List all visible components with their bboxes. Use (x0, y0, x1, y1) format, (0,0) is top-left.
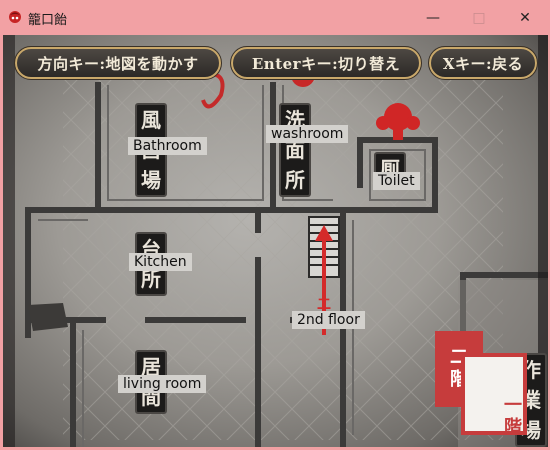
toilet-label: Toilet (373, 172, 420, 190)
maximize-icon: □ (472, 9, 486, 26)
maximize-button[interactable]: □ (456, 0, 502, 35)
bathroom-label: Bathroom (128, 137, 207, 155)
switch-hint-text: Enterキー:切り替え (251, 54, 401, 73)
move-map-hint: 方向キー:地図を動かす (14, 46, 222, 80)
back-hint-text: Xキー:戻る (442, 54, 524, 73)
washroom-label: washroom (266, 125, 349, 143)
plaque-char: 居 (141, 355, 161, 379)
lower-floor-tab-label: 一階 (504, 395, 522, 438)
switch-hint: Enterキー:切り替え (230, 46, 422, 80)
close-button[interactable]: ✕ (502, 0, 548, 35)
app-icon (9, 11, 21, 23)
close-icon: ✕ (519, 9, 531, 26)
back-hint: Xキー:戻る (428, 46, 538, 80)
plaque-char: 所 (285, 168, 305, 192)
move-map-hint-text: 方向キー:地図を動かす (37, 54, 199, 73)
title-bar: 籠口飴 — □ ✕ (0, 0, 550, 35)
plaque-char: 場 (141, 168, 161, 192)
minimize-button[interactable]: — (410, 0, 456, 35)
lower-floor-tab[interactable]: 一階 (461, 353, 527, 438)
washroom-plaque: 洗 面 所 (279, 103, 311, 197)
kitchen-label: Kitchen (129, 253, 192, 271)
plaque-char: 風 (141, 108, 161, 132)
minimize-icon: — (426, 9, 440, 26)
plaque-char: 面 (285, 138, 305, 162)
second-floor-label: 2nd floor (292, 311, 365, 329)
plaque-char: 所 (141, 267, 161, 291)
window-title: 籠口飴 (28, 13, 68, 28)
living-room-label: living room (118, 375, 207, 393)
game-viewport[interactable]: 方向キー:地図を動かす Enterキー:切り替え Xキー:戻る 風 呂 場 洗 … (3, 35, 548, 447)
